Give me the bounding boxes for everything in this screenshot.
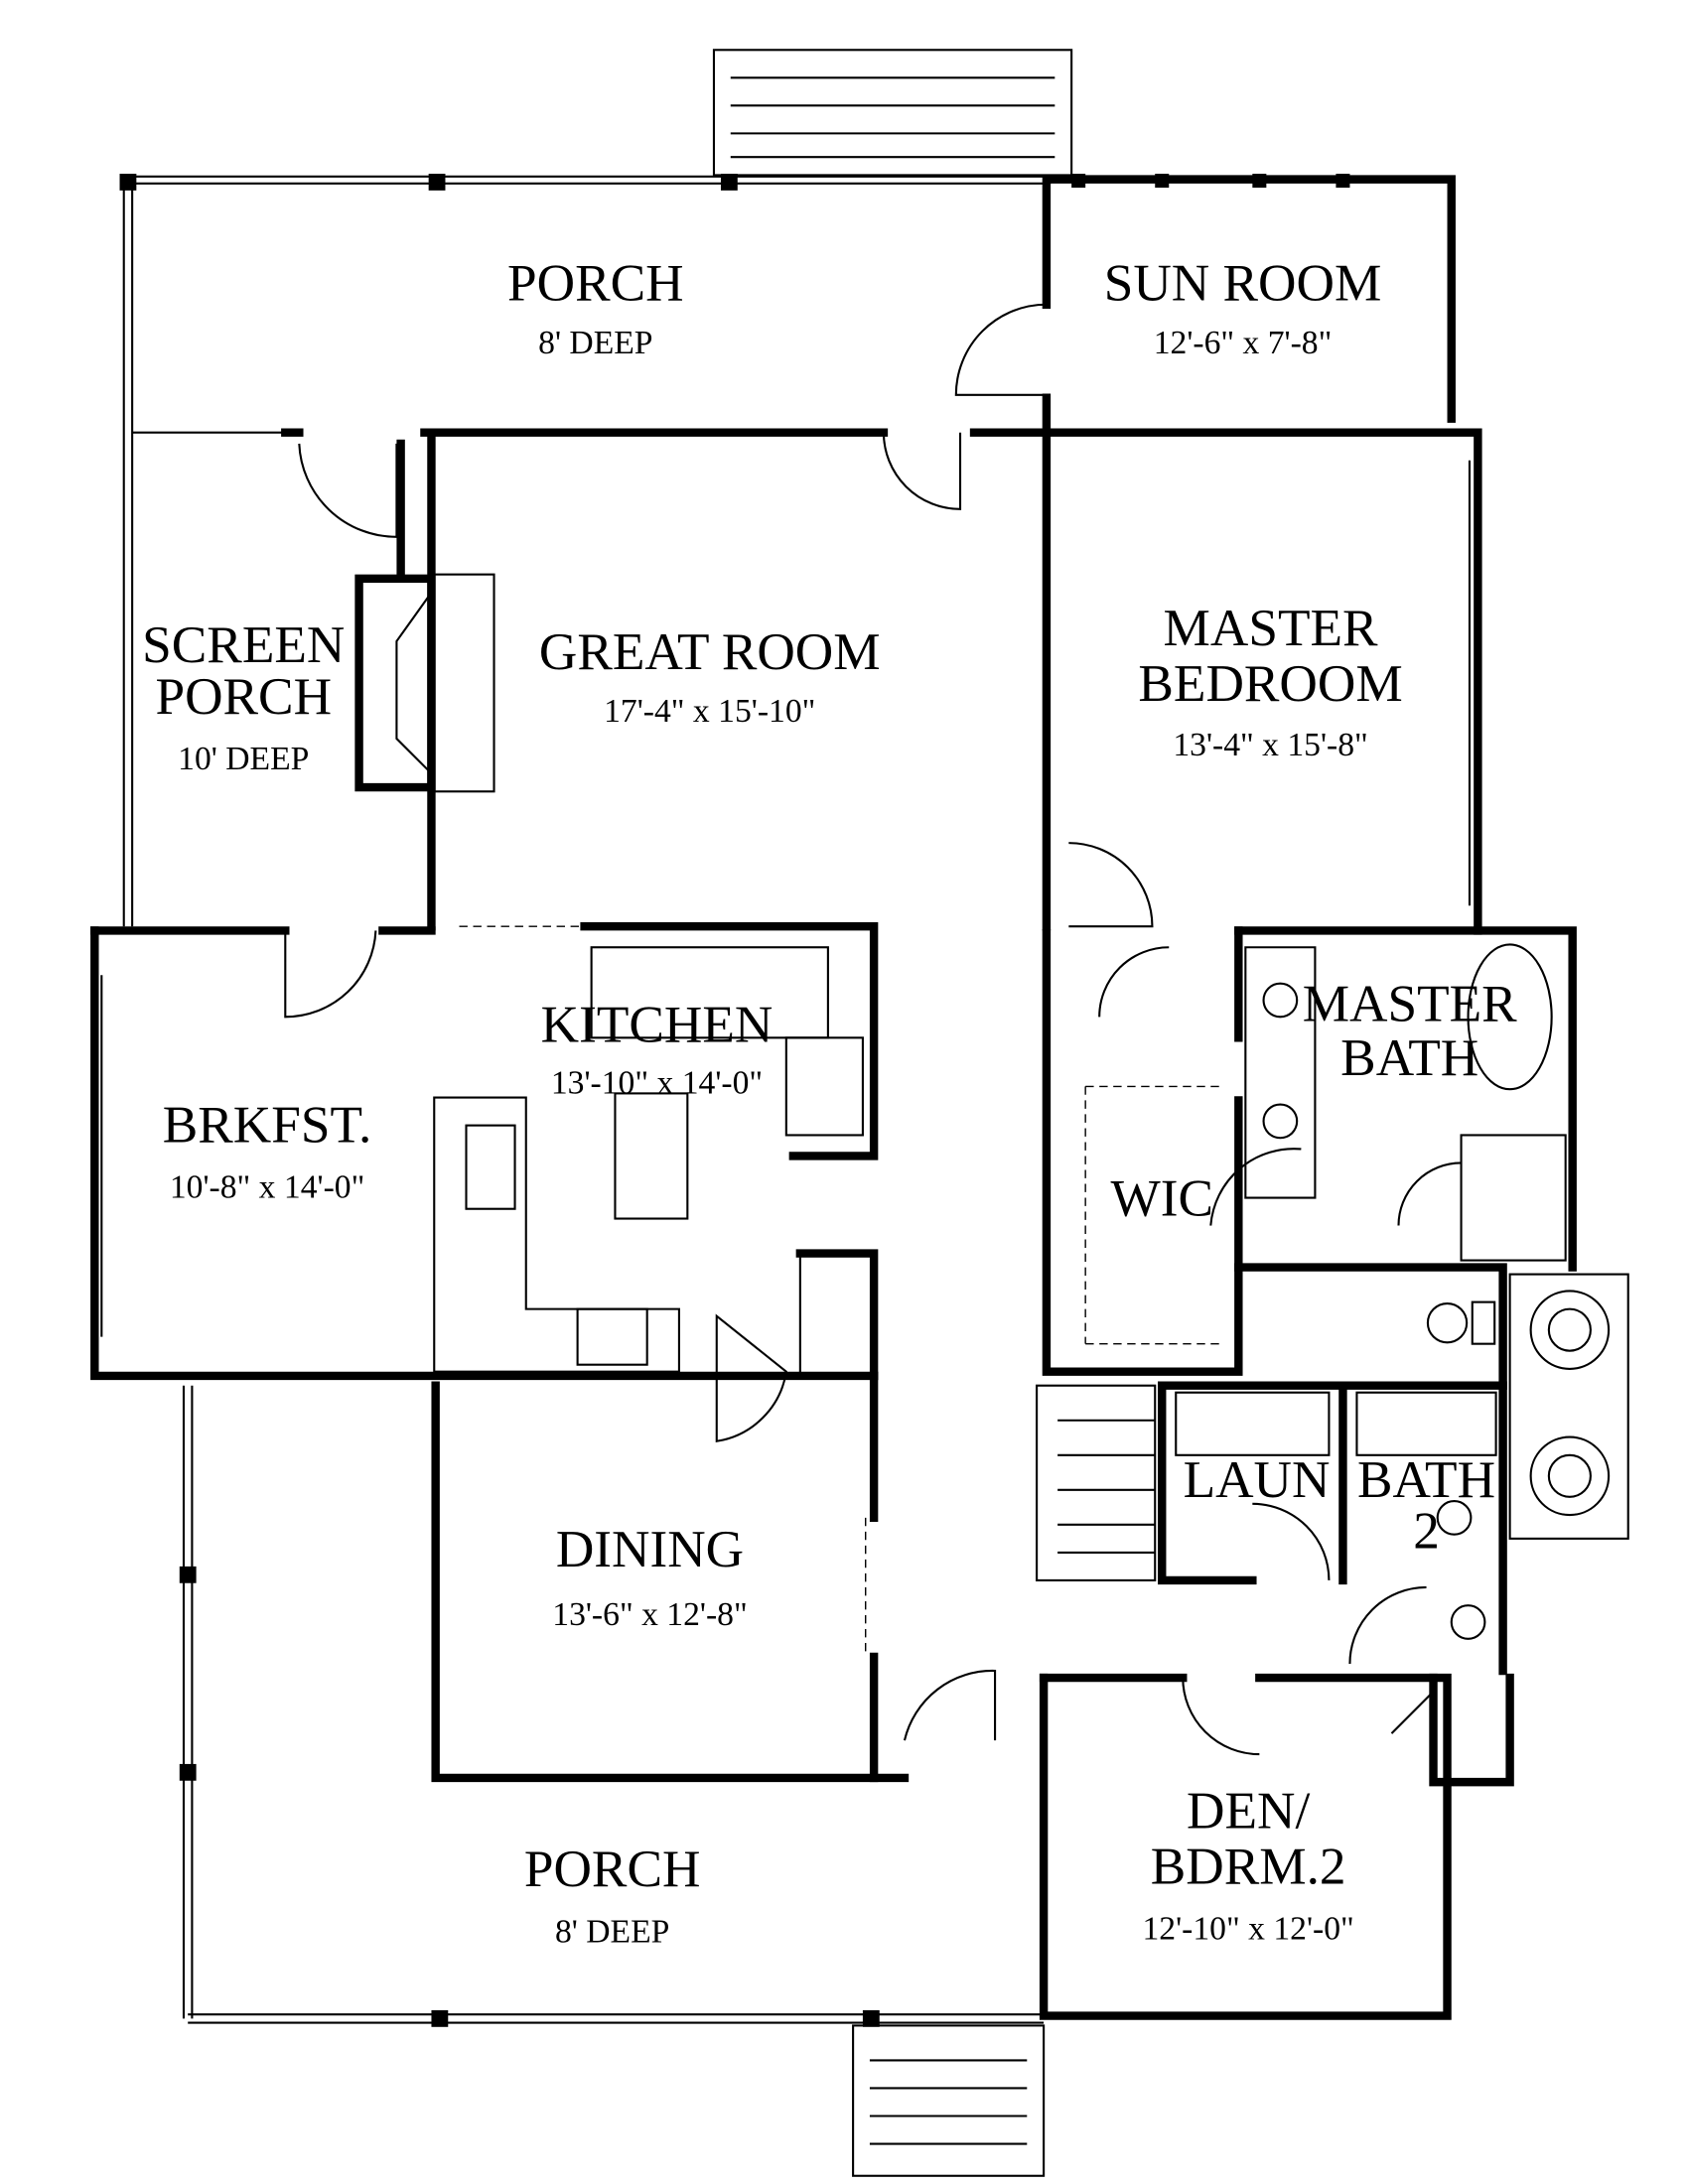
label-den-1: DEN/ — [1187, 1781, 1310, 1840]
label-master-bedroom-1: MASTER — [1164, 599, 1378, 657]
label-master-bath-1: MASTER — [1303, 975, 1517, 1033]
size-sun-room: 12'-6" x 7'-8" — [1154, 325, 1333, 361]
label-den-2: BDRM.2 — [1151, 1837, 1346, 1895]
label-porch-front: PORCH — [524, 1840, 701, 1898]
label-dining: DINING — [556, 1520, 744, 1578]
size-kitchen: 13'-10" x 14'-0" — [551, 1064, 763, 1101]
size-porch-front: 8' DEEP — [555, 1913, 669, 1950]
label-wic: WIC — [1110, 1169, 1213, 1228]
label-master-bath-2: BATH — [1340, 1028, 1478, 1087]
size-master-bedroom: 13'-4" x 15'-8" — [1173, 727, 1367, 763]
label-kitchen: KITCHEN — [541, 996, 774, 1054]
label-great-room: GREAT ROOM — [539, 622, 881, 681]
label-brkfst: BRKFST. — [163, 1095, 372, 1154]
label-porch-rear: PORCH — [507, 254, 684, 313]
size-porch-rear: 8' DEEP — [538, 325, 652, 361]
size-great-room: 17'-4" x 15'-10" — [604, 693, 815, 730]
label-bath2-1: BATH — [1357, 1450, 1495, 1509]
size-brkfst: 10'-8" x 14'-0" — [170, 1169, 364, 1206]
label-screen-porch-1: SCREEN — [142, 615, 345, 674]
size-den: 12'-10" x 12'-0" — [1142, 1911, 1353, 1948]
size-screen-porch: 10' DEEP — [178, 741, 309, 777]
size-dining: 13'-6" x 12'-8" — [552, 1596, 747, 1633]
label-screen-porch-2: PORCH — [155, 667, 332, 726]
label-laun: LAUN — [1184, 1450, 1331, 1509]
label-master-bedroom-2: BEDROOM — [1138, 654, 1402, 713]
walls — [90, 49, 1629, 2177]
room-labels: PORCH 8' DEEP SUN ROOM 12'-6" x 7'-8" SC… — [142, 254, 1517, 1951]
label-sun-room: SUN ROOM — [1104, 254, 1382, 313]
label-bath2-2: 2 — [1413, 1502, 1440, 1561]
